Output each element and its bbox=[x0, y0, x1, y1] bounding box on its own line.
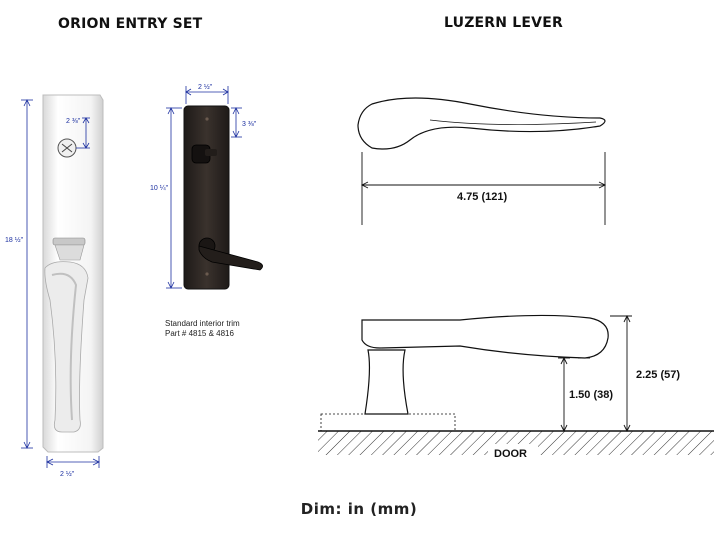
trim-top-label: 3 ⅜" bbox=[242, 121, 257, 128]
trim-lever bbox=[198, 245, 263, 271]
trim-caption-line1: Standard interior trim bbox=[165, 319, 240, 328]
lever-height-dimensions bbox=[558, 314, 632, 433]
thumb-piece bbox=[52, 237, 86, 246]
lever-top-view bbox=[357, 97, 606, 150]
interior-trim bbox=[183, 105, 263, 290]
trim-caption-line2: Part # 4815 & 4816 bbox=[165, 329, 234, 338]
lever-base-height-label: 1.50 (38) bbox=[569, 389, 613, 401]
entry-set-dimensions bbox=[21, 99, 100, 468]
lever-length-label: 4.75 (121) bbox=[457, 191, 507, 203]
units-footer: Dim: in (mm) bbox=[300, 500, 418, 518]
trim-height-label: 10 ¼" bbox=[150, 185, 169, 192]
lever-total-height-label: 2.25 (57) bbox=[636, 369, 680, 381]
door-label: DOOR bbox=[494, 448, 527, 460]
entry-width-label: 2 ½" bbox=[60, 470, 75, 478]
entry-center-label: 2 ⅜" bbox=[66, 118, 81, 125]
luzern-lever-title: LUZERN LEVER bbox=[444, 15, 563, 31]
trim-dimensions bbox=[166, 86, 242, 289]
lever-side-view bbox=[320, 314, 609, 432]
orion-handleset bbox=[42, 94, 104, 453]
entry-height-label: 18 ½" bbox=[5, 236, 24, 244]
orion-entry-set-title: ORION ENTRY SET bbox=[58, 16, 203, 32]
lever-length-dimension bbox=[360, 152, 607, 225]
trim-width-label: 2 ½" bbox=[198, 83, 213, 91]
grip-handle bbox=[44, 261, 89, 433]
